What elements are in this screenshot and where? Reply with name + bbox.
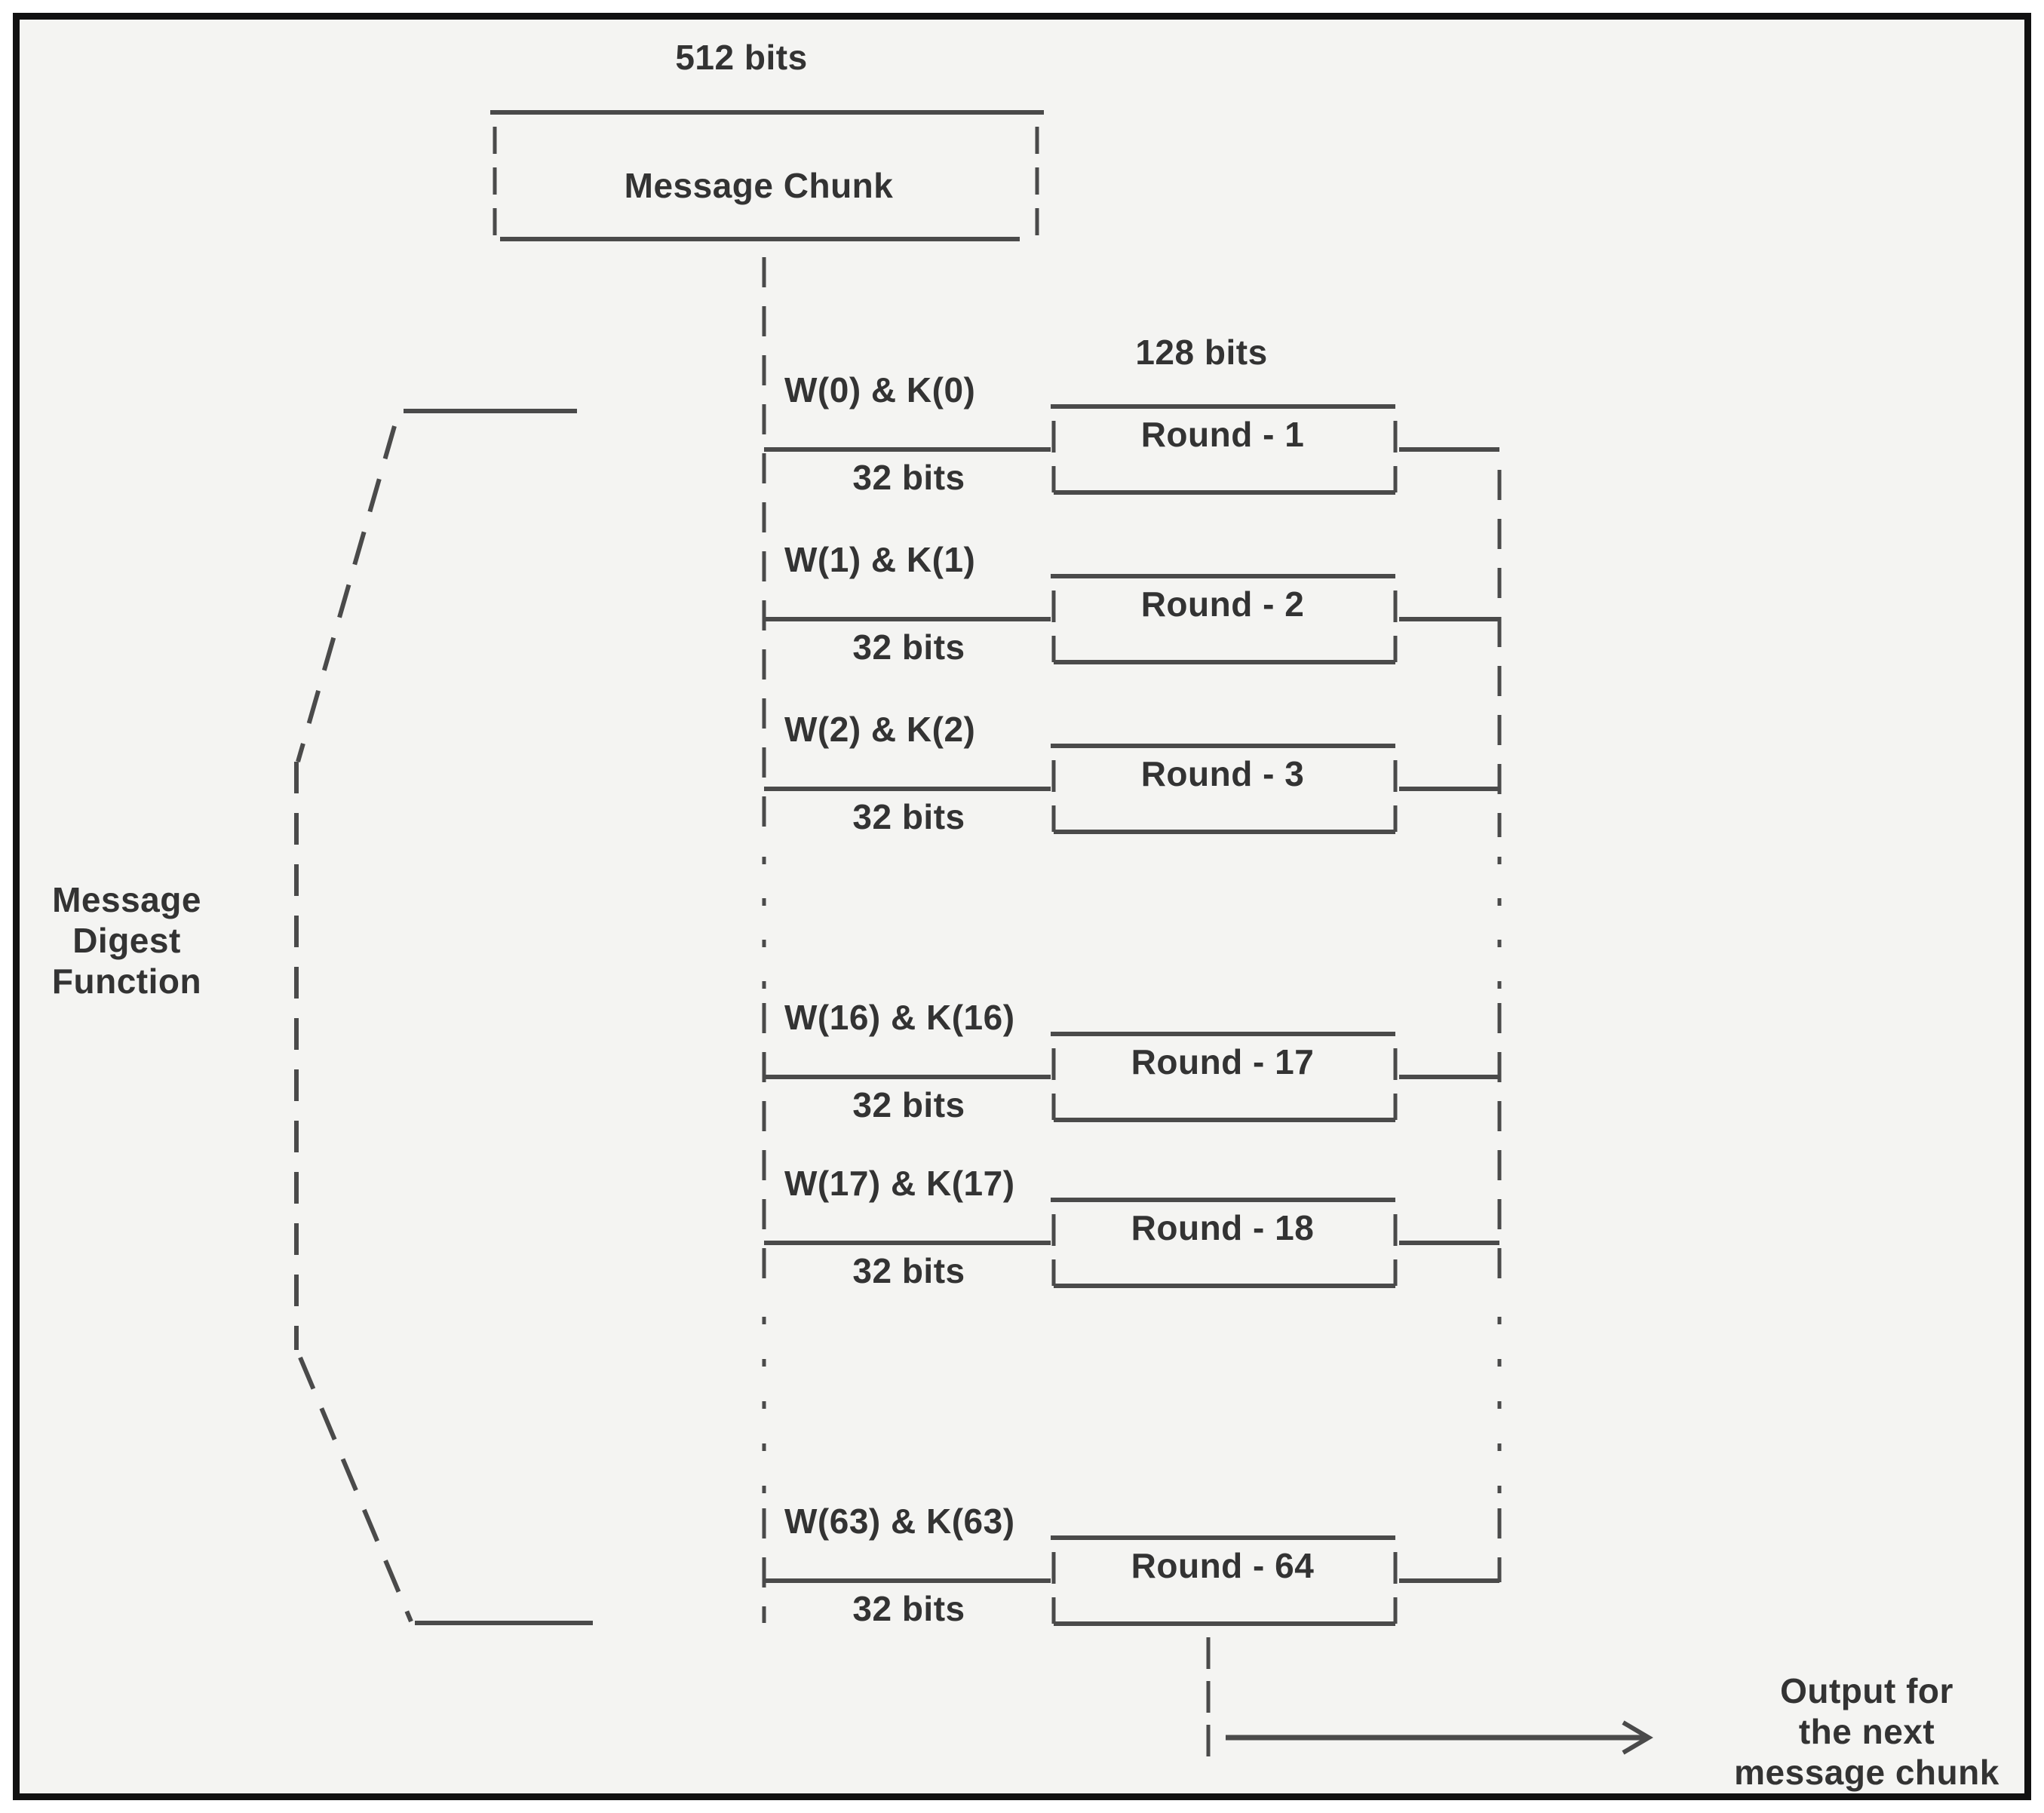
output-label-line-3: message chunk	[1734, 1753, 1999, 1792]
round-bits-label: 32 bits	[852, 797, 965, 836]
round-group-1: W(0) & K(0) Round - 1 32 bits	[764, 370, 1499, 497]
brace-bottom-diagonal-dashed	[298, 1356, 413, 1623]
output-arrowhead-icon	[1622, 1720, 1653, 1755]
chunk-bits-label: 512 bits	[675, 38, 807, 77]
round-label: Round - 17	[1131, 1042, 1315, 1081]
round-group-17: W(16) & K(16) Round - 17 32 bits	[764, 998, 1499, 1124]
round-label: Round - 1	[1141, 415, 1305, 454]
diagram-frame	[13, 13, 2031, 1800]
brace-label-line-3: Function	[52, 962, 201, 1001]
round-label: Round - 2	[1141, 584, 1305, 624]
round-group-2: W(1) & K(1) Round - 2 32 bits	[764, 540, 1499, 667]
round-w-label: W(63) & K(63)	[784, 1502, 1015, 1541]
round-bits-label: 32 bits	[852, 627, 965, 667]
message-chunk-label: Message Chunk	[625, 166, 894, 205]
round-bits-label: 32 bits	[852, 1589, 965, 1628]
round-w-label: W(1) & K(1)	[784, 540, 975, 579]
output-label-line-1: Output for	[1780, 1671, 1953, 1710]
round-bits-label: 32 bits	[852, 1085, 965, 1124]
round-w-label: W(17) & K(17)	[784, 1164, 1015, 1203]
round-group-18: W(17) & K(17) Round - 18 32 bits	[764, 1164, 1499, 1290]
output-label-line-2: the next	[1799, 1712, 1935, 1751]
round-label: Round - 64	[1131, 1546, 1315, 1585]
state-bits-label: 128 bits	[1135, 333, 1267, 372]
brace-label-line-1: Message	[52, 880, 201, 919]
round-label: Round - 18	[1131, 1208, 1315, 1247]
brace-top-diagonal-dashed	[296, 425, 397, 762]
brace-label-line-2: Digest	[72, 921, 181, 960]
round-group-64: W(63) & K(63) Round - 64 32 bits	[764, 1502, 1499, 1628]
round-bits-label: 32 bits	[852, 458, 965, 497]
round-w-label: W(2) & K(2)	[784, 710, 975, 749]
round-w-label: W(16) & K(16)	[784, 998, 1015, 1037]
round-group-3: W(2) & K(2) Round - 3 32 bits	[764, 710, 1499, 836]
round-w-label: W(0) & K(0)	[784, 370, 975, 410]
round-bits-label: 32 bits	[852, 1251, 965, 1290]
round-label: Round - 3	[1141, 754, 1305, 793]
